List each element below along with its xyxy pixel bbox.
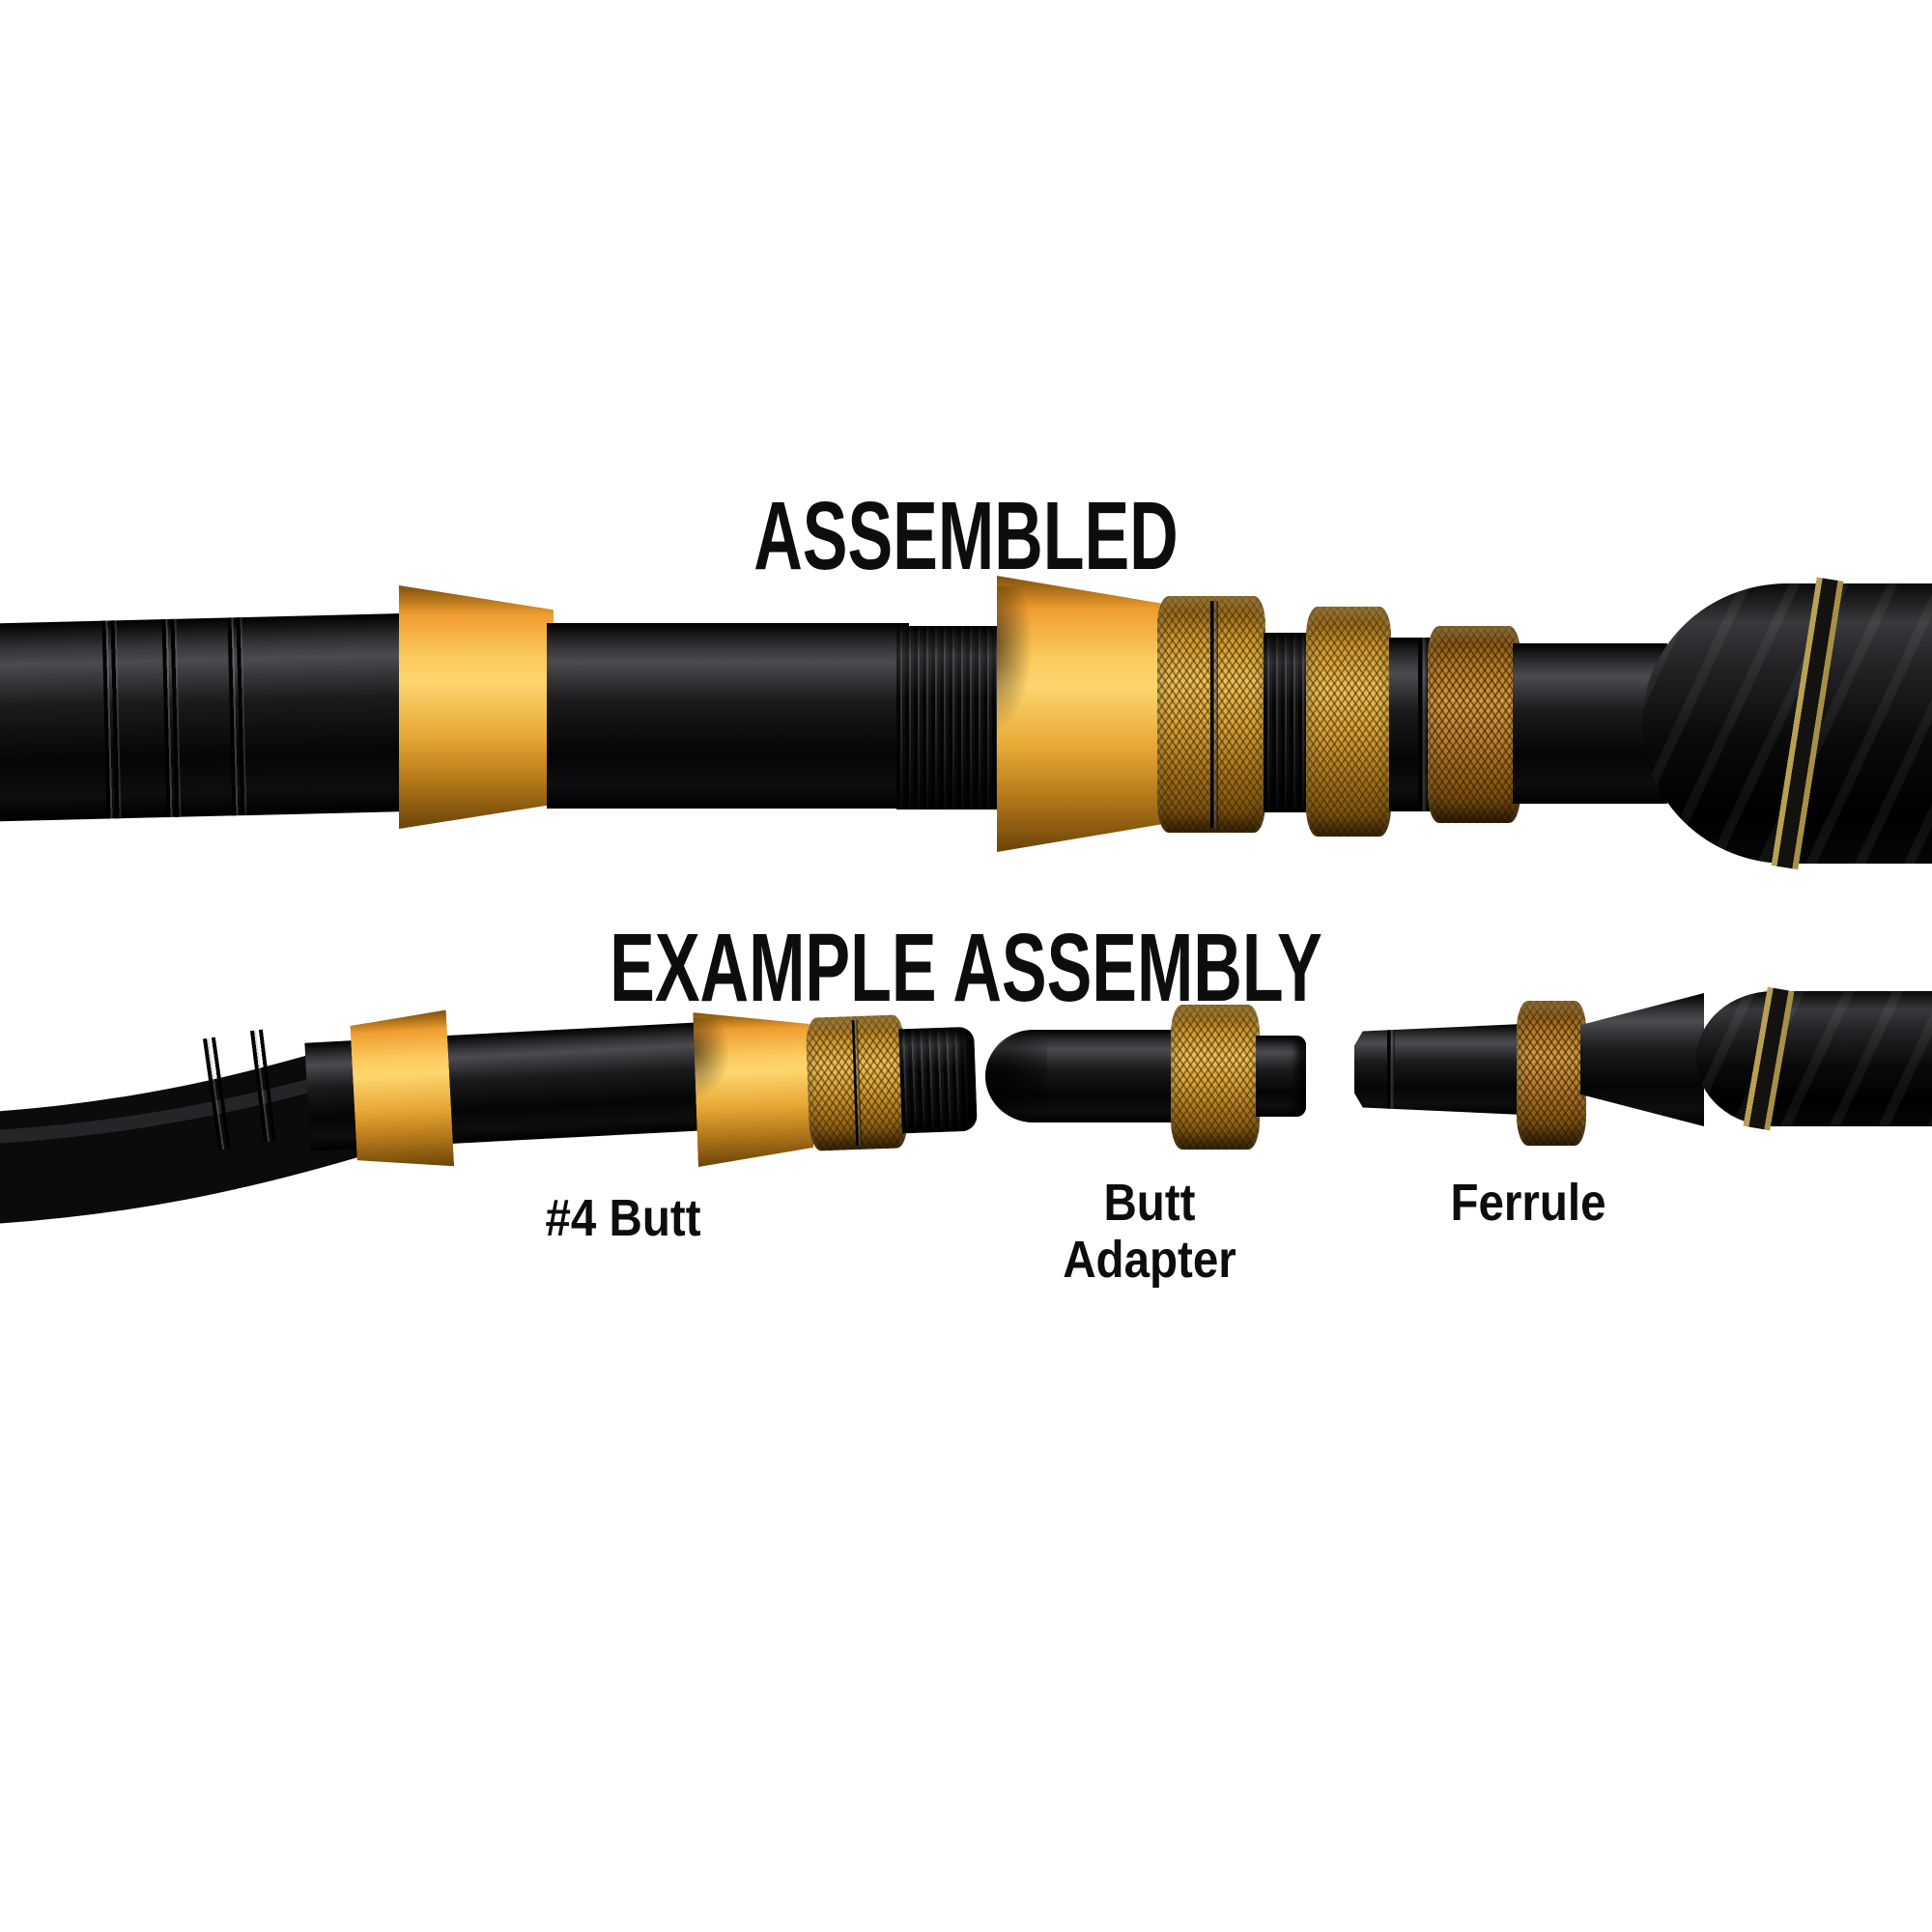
gold-band [350,1009,454,1171]
ferrule-tip [1354,1024,1522,1115]
gap-groove [1418,638,1428,811]
ring-divider-groove [851,1020,863,1146]
gold-collar [399,585,554,829]
adapter-tail [1256,1036,1306,1117]
threaded-tip [898,1026,978,1134]
threaded-gap [1264,633,1308,812]
adapter-body [985,1030,1180,1122]
knurled-ring [1306,607,1391,837]
part-label-4-butt: #4 Butt [545,1189,701,1247]
gold-bell [693,1009,814,1167]
ferrule-grip [1696,986,1932,1131]
copper-knurled-ring [1517,1001,1586,1146]
threaded-section [896,626,1005,810]
part-label-butt-adapter: Butt Adapter [1063,1174,1236,1290]
assembled-title: ASSEMBLED [753,482,1179,590]
bell-mouth-shadow [997,586,1032,731]
foregrip [1642,576,1932,871]
rod-neck [1513,643,1667,804]
tip-groove [1387,1024,1395,1115]
rod-gap [1389,638,1432,811]
gold-bell [997,576,1161,852]
gold-pinstripe [1738,986,1800,1131]
ring-divider-groove [1210,600,1218,829]
example-title: EXAMPLE ASSEMBLY [610,914,1322,1022]
knurled-ring-double [1157,596,1265,833]
knurled-ring [805,1014,909,1151]
part-label-ferrule: Ferrule [1450,1174,1606,1232]
rod-blank-mid [547,623,909,809]
copper-knurled-ring [1428,626,1520,823]
knurled-ring [1171,1005,1260,1150]
